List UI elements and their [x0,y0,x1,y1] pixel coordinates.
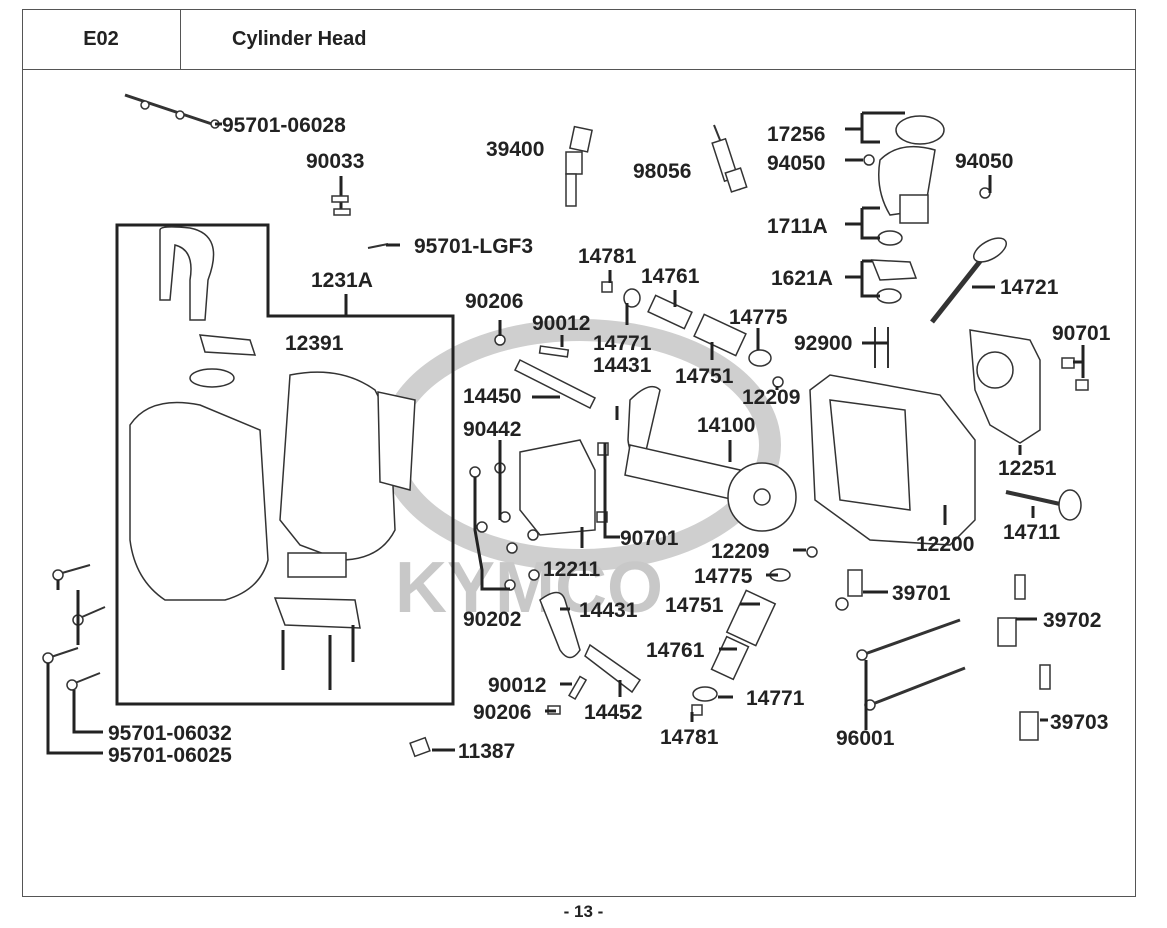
part-label[interactable]: 96001 [836,727,895,750]
part-label[interactable]: 12209 [742,386,800,409]
assembly-label[interactable]: 1231A [311,269,373,292]
part-label[interactable]: 14100 [697,414,755,437]
intake-valve-14721 [930,237,1007,324]
part-label[interactable]: 12391 [285,332,344,355]
part-label[interactable]: 14761 [646,639,705,662]
camshaft-holder-12211 [519,439,609,536]
section-code: E02 [22,9,181,69]
part-label[interactable]: 14761 [641,265,700,288]
part-label[interactable]: 14781 [578,245,637,268]
part-label[interactable]: 39703 [1050,711,1108,734]
sensors-39701-39703 [835,569,1051,741]
nuts-washers-90202-90442 [469,440,540,591]
part-label[interactable]: 39701 [892,582,951,605]
part-label[interactable]: 12200 [916,533,974,556]
part-label[interactable]: 94050 [955,150,1013,173]
part-label[interactable]: 12251 [998,457,1057,480]
valve-springs [623,288,818,702]
part-label[interactable]: 14452 [584,701,642,724]
part-label[interactable]: 1621A [771,267,833,290]
rocker-arm-14431-lower [539,591,642,694]
part-label[interactable]: 90701 [1052,322,1111,345]
studs-96001 [856,618,966,730]
part-label[interactable]: 90033 [306,150,364,173]
cylinder-head-12200 [809,327,976,546]
bolt-95701-06028 [124,93,222,129]
part-label[interactable]: 14771 [593,332,652,355]
part-label[interactable]: 39702 [1043,609,1101,632]
part-label[interactable]: 94050 [767,152,825,175]
part-label[interactable]: 90012 [488,674,546,697]
camshaft-14100 [624,444,797,532]
part-label[interactable]: 90206 [473,701,531,724]
part-label[interactable]: 90701 [620,527,679,550]
exhaust-valve-14711 [1005,489,1082,521]
page-header: E02 Cylinder Head [22,9,1136,70]
part-label[interactable]: 95701-06028 [222,114,346,137]
part-label[interactable]: 90442 [463,418,521,441]
part-label[interactable]: 14771 [746,687,805,710]
part-label[interactable]: 14721 [1000,276,1059,299]
part-label[interactable]: 95701-LGF3 [414,235,533,258]
cylinder-head-gasket-12251 [969,329,1089,444]
part-label[interactable]: 12209 [711,540,769,563]
leader-lines [386,111,1085,752]
part-label[interactable]: 95701-06025 [108,744,232,767]
rocker-arm-shaft-14450 [513,358,597,410]
part-label[interactable]: 14775 [729,306,788,329]
part-label[interactable]: 98056 [633,160,691,183]
section-title: Cylinder Head [232,27,367,50]
part-label[interactable]: 90206 [465,290,523,313]
watermark-text: KYMCO [395,548,663,628]
part-label[interactable]: 11387 [458,740,515,763]
part-label[interactable]: 90012 [532,312,590,335]
spark-plug-98056 [711,124,748,193]
part-label[interactable]: 95701-06032 [108,722,232,745]
part-label[interactable]: 39400 [486,138,544,161]
cylinder-head-cover [129,226,416,690]
part-label[interactable]: 12211 [543,558,601,581]
assembly-1231A-outline [115,223,455,706]
clip-11387 [409,736,431,758]
part-label[interactable]: 14431 [579,599,638,622]
part-label[interactable]: 14751 [665,594,724,617]
pin-90033 [331,176,351,216]
part-label[interactable]: 90202 [463,608,521,631]
part-label[interactable]: 14711 [1003,521,1061,544]
part-label[interactable]: 14775 [694,565,753,588]
part-label[interactable]: 14781 [660,726,719,749]
temp-sensor-39400 [565,125,593,207]
part-label[interactable]: 14431 [593,354,652,377]
part-label[interactable]: 14751 [675,365,734,388]
diagram-frame [22,9,1136,897]
bolts-95701-06025 [42,564,106,755]
page-number: - 13 - [563,902,604,921]
part-label[interactable]: 14450 [463,385,521,408]
part-label[interactable]: 1711A [767,215,828,238]
part-label[interactable]: 17256 [767,123,825,146]
part-label[interactable]: 92900 [794,332,852,355]
